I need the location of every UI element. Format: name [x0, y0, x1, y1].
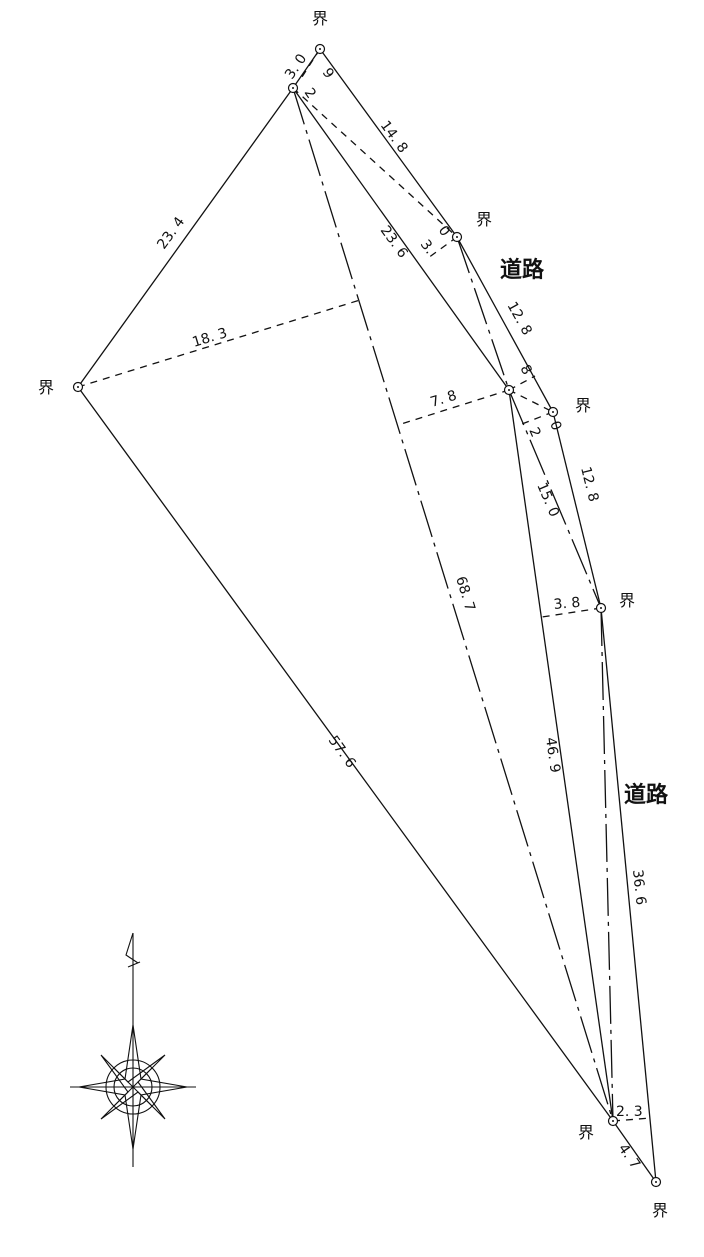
measure-g-perp: 3. 8 [553, 595, 581, 613]
measure-e-perp-bh: 7. 8 [428, 388, 458, 411]
perp-a [299, 48, 321, 81]
road-label-lower: 道路 [624, 782, 669, 808]
boundary-label-f: 界 [575, 396, 591, 415]
line-c-f [456, 236, 554, 413]
measure-g-i: 36. 6 [629, 869, 649, 906]
line-d-h [77, 386, 614, 1122]
perp-g [541, 607, 602, 618]
measure-a-c: 14. 8 [377, 118, 411, 156]
measure-c-perp-2: 0 [435, 223, 453, 240]
measure-d-b: 23. 4 [154, 214, 188, 252]
measure-f-small-0: 0 [546, 419, 564, 433]
measure-h-i: 4. 7 [615, 1141, 643, 1172]
perp-c [427, 236, 458, 259]
measure-f-small-2: 2 [525, 425, 543, 440]
line-e-h [508, 389, 614, 1122]
perp-f [521, 411, 554, 425]
measure-a-perp: 9 [319, 65, 337, 81]
boundary-label-a: 界 [312, 9, 328, 28]
boundary-label-h: 界 [578, 1123, 594, 1142]
boundary-label-g: 界 [619, 591, 635, 610]
measure-e-g: 15. 0 [533, 480, 562, 519]
measure-a-b: 3. 0 [282, 51, 310, 82]
perp-d [77, 299, 361, 388]
line-g-h [600, 607, 614, 1122]
measure-h-perp: 2. 3 [616, 1104, 643, 1120]
line-c-e [456, 236, 510, 391]
measure-d-perp: 18. 3 [190, 325, 229, 351]
boundary-label-d: 界 [38, 378, 54, 397]
line-a-b [292, 48, 321, 89]
survey-points [72, 43, 662, 1188]
measure-b-e: 23. 6 [377, 223, 411, 261]
road-label-upper: 道路 [500, 257, 545, 283]
line-e-f [508, 389, 554, 413]
line-b-h [292, 87, 614, 1122]
line-g-i [600, 607, 657, 1183]
line-d-b [77, 87, 294, 388]
north-compass-icon [70, 932, 196, 1167]
measure-b-h: 68. 7 [452, 574, 478, 613]
perp-h [612, 1117, 652, 1122]
measure-c-f: 12. 8 [504, 299, 535, 338]
measure-e-h: 46. 9 [542, 736, 563, 774]
boundary-label-i: 界 [652, 1201, 668, 1220]
measure-e-perp: 8 [517, 362, 535, 378]
line-a-c [319, 48, 458, 238]
line-f-g [552, 411, 602, 609]
boundary-label-c: 界 [476, 210, 492, 229]
line-b-e [292, 87, 510, 391]
measure-b-small: 2 [301, 85, 319, 101]
perp-e [397, 389, 510, 426]
measure-f-g: 12. 8 [577, 465, 601, 503]
line-h-i [612, 1120, 657, 1183]
line-e-g [508, 389, 602, 609]
line-b-c-dashed [292, 87, 458, 238]
